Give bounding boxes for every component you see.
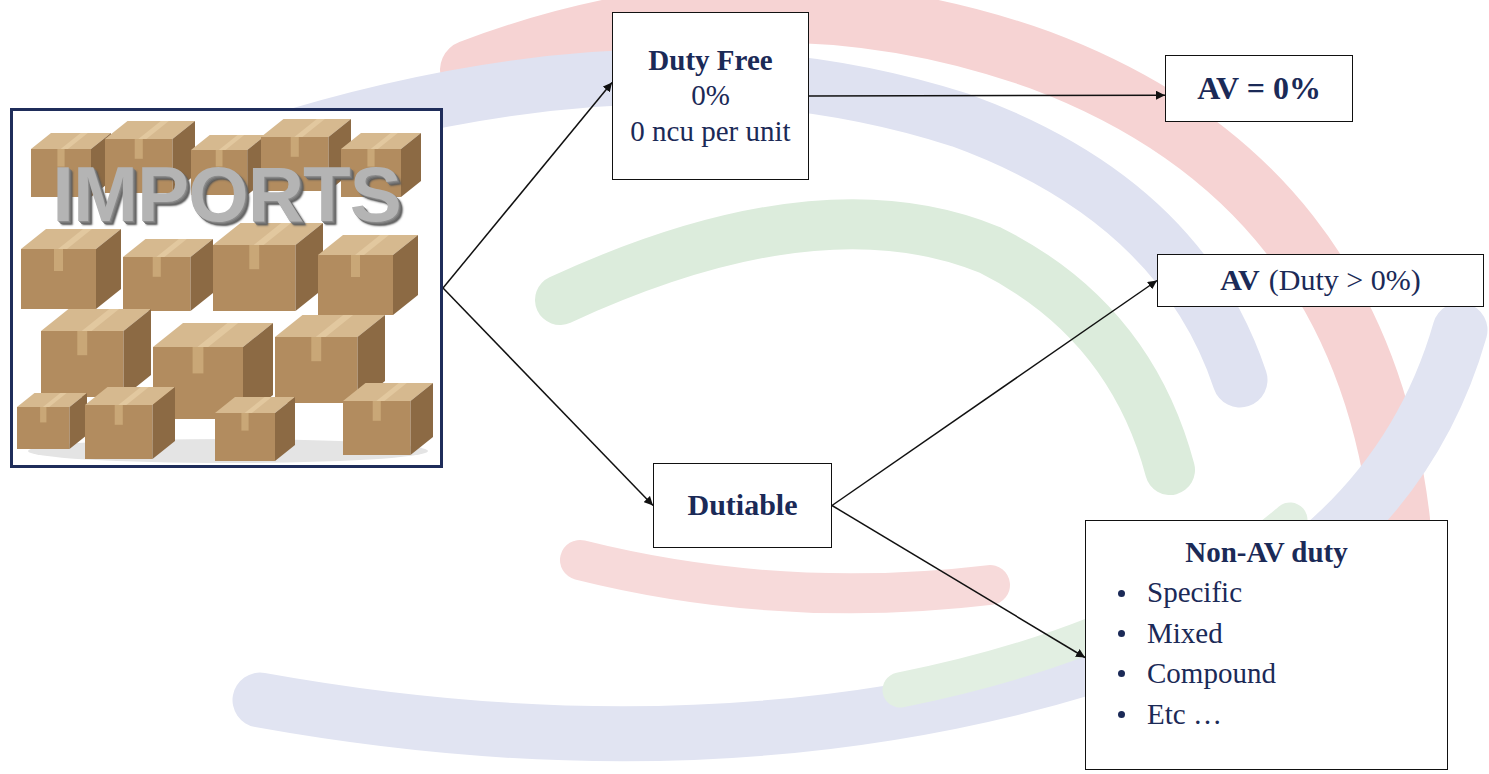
illustration-word: IMPORTS — [13, 155, 440, 233]
process-box: Duty Free0%0 ncu per unit — [612, 12, 809, 180]
result-box: Non-AV dutySpecificMixedCompoundEtc … — [1085, 520, 1448, 770]
box-text: 0% — [691, 78, 730, 113]
box-heading: Dutiable — [687, 487, 797, 524]
bullet-dot — [1118, 630, 1125, 637]
red-swoosh-lower — [580, 560, 990, 593]
flow-arrow — [832, 506, 1085, 658]
bullet-text: Etc … — [1147, 697, 1222, 732]
box-heading: AV = 0% — [1197, 69, 1321, 108]
flow-arrow — [443, 288, 653, 506]
imports-picture-box: IMPORTS — [10, 108, 443, 468]
box-heading: AV — [1220, 262, 1259, 299]
box-text: 0 ncu per unit — [630, 114, 790, 149]
green-swoosh — [560, 224, 1170, 470]
flow-arrow — [443, 83, 612, 288]
result-box: AV = 0% — [1165, 55, 1353, 122]
process-box: Dutiable — [653, 463, 832, 548]
bullet-item: Compound — [1108, 656, 1425, 691]
box-heading: Duty Free — [648, 43, 772, 78]
bullet-dot — [1118, 711, 1125, 718]
bullet-item: Mixed — [1108, 616, 1425, 651]
bullet-text: Specific — [1147, 575, 1242, 610]
flow-arrow — [832, 281, 1157, 506]
bullet-item: Etc … — [1108, 697, 1425, 732]
box-heading: Non-AV duty — [1108, 535, 1425, 570]
bullet-text: Mixed — [1147, 616, 1223, 651]
bullet-text: Compound — [1147, 656, 1276, 691]
bullet-dot — [1118, 590, 1125, 597]
box-text: (Duty > 0%) — [1269, 262, 1421, 299]
result-box: AV (Duty > 0%) — [1157, 254, 1484, 307]
bullet-dot — [1118, 670, 1125, 677]
flow-arrow — [809, 94, 1165, 96]
bullet-item: Specific — [1108, 575, 1425, 610]
